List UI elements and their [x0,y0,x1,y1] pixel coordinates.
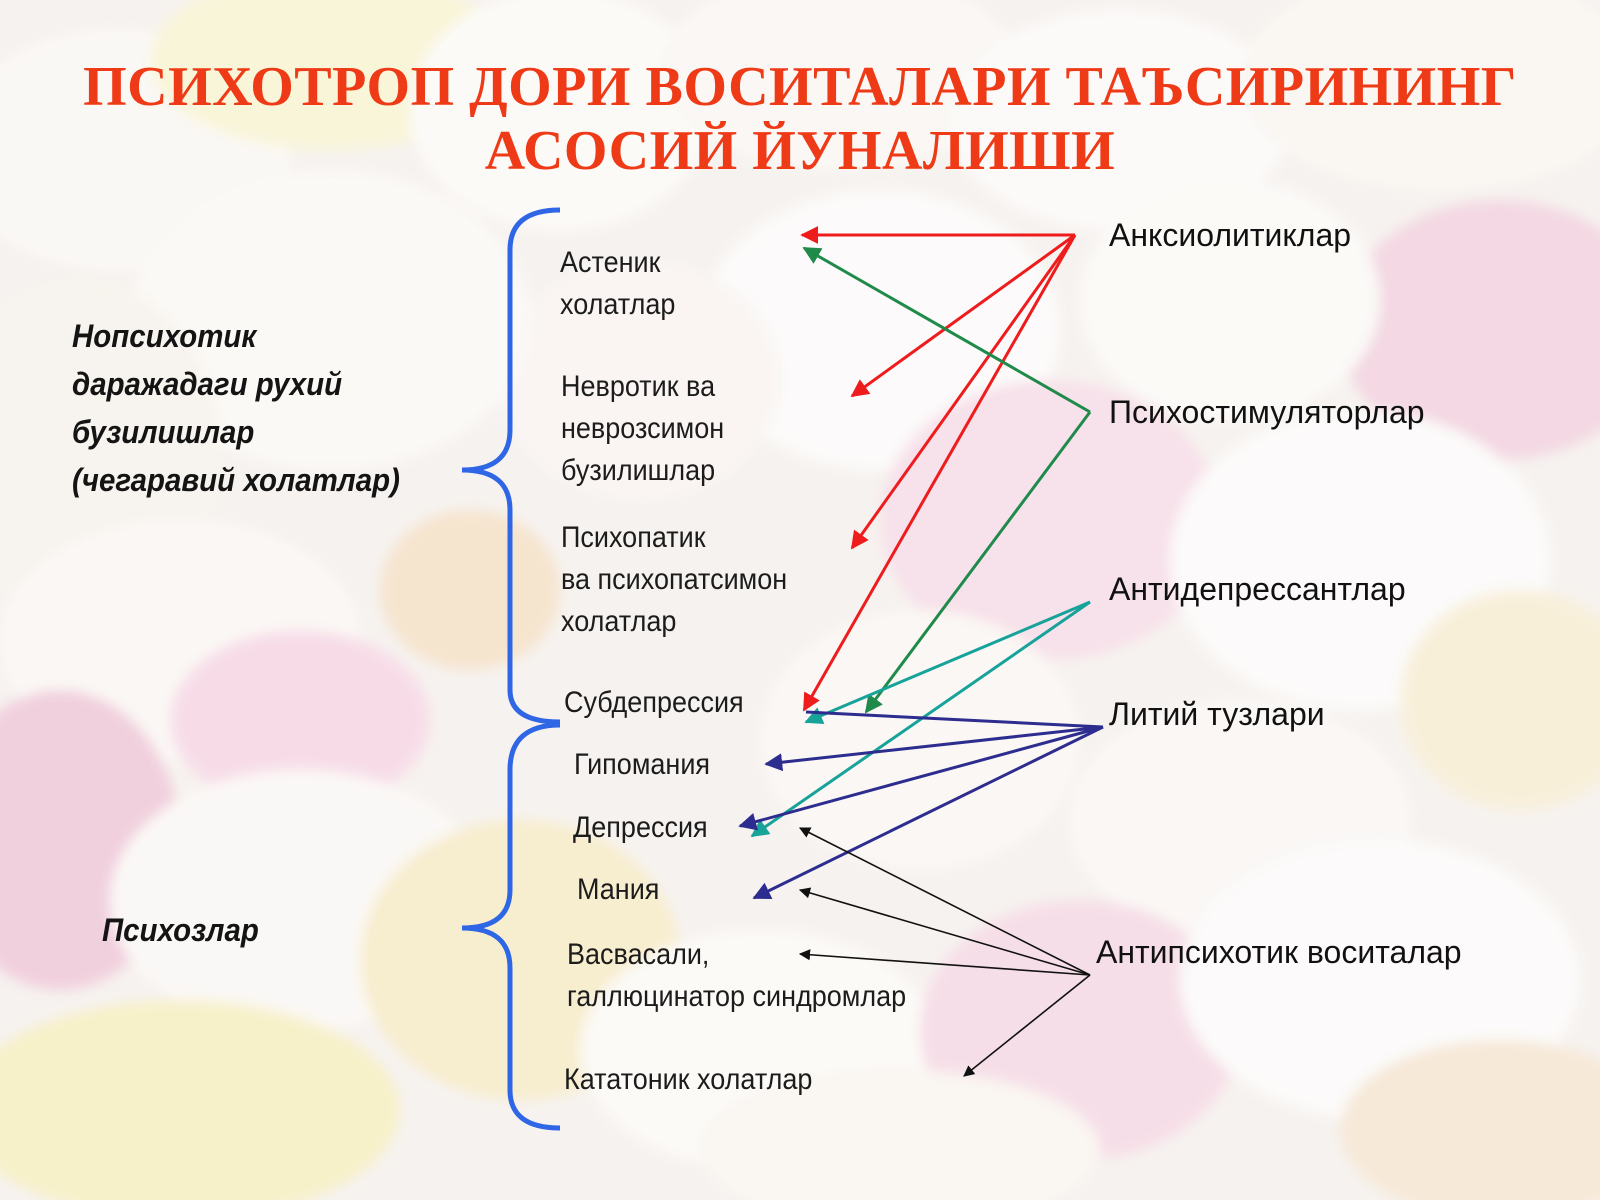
page-title: ПСИХОТРОП ДОРИ ВОСИТАЛАРИ ТАЪСИРИНИНГ АС… [0,55,1600,183]
condition-catatonic: Кататоник холатлар [564,1063,813,1096]
group-psychoses: Психозлар [102,906,259,954]
arrow-anxiolytics-neurotic [850,233,1076,398]
drug-antipsychotics: Антипсихотик воситалар [1096,934,1462,970]
group-nonpsychotic: Нопсихотик даражадаги рухий бузилишлар (… [72,312,400,504]
drug-lithium: Литий тузлари [1109,696,1325,732]
condition-subdepression: Субдепрессия [564,686,744,719]
lithium-arrows [738,710,1104,900]
title-line-1: ПСИХОТРОП ДОРИ ВОСИТАЛАРИ ТАЪСИРИНИНГ [83,56,1517,118]
condition-asthenic-line-2: холатлар [560,288,676,321]
condition-delusional-line-2: галлюцинатор синдромлар [567,980,907,1013]
group-nonpsychotic-line-1: Нопсихотик [72,318,257,354]
arrow-antidepressants-subdepression [804,600,1091,724]
condition-delusional: Васвасали, галлюцинатор синдромлар [567,934,906,1018]
arrow-antipsychotics-delusional [798,949,1091,976]
condition-neurotic-line-3: бузилишлар [561,454,716,487]
arrow-antipsychotics-catatonic [963,974,1091,1077]
condition-delusional-line-1: Васвасали, [567,938,710,971]
antipsychotics-arrows [798,827,1091,1077]
drug-anxiolytics: Анксиолитиклар [1109,217,1352,253]
arrow-lithium-subdepression [805,710,1104,729]
condition-psychopathic-line-3: холатлар [561,605,677,638]
group-nonpsychotic-line-2: даражадаги рухий [72,366,343,402]
brace-nonpsychotic [461,207,561,725]
brace-psychoses [461,722,561,1131]
arrow-psychostimulants-asthenic [802,246,1091,414]
arrow-anxiolytics-psychopathic [850,234,1077,550]
condition-mania: Мания [577,873,660,906]
drug-antidepressants: Антидепрессантлар [1109,571,1406,607]
arrow-antipsychotics-mania [798,887,1091,976]
condition-neurotic: Невротик ва неврозсимон бузилишлар [561,366,724,492]
arrow-lithium-hypomania [764,725,1104,772]
condition-neurotic-line-2: неврозсимон [561,412,725,445]
group-psychoses-label: Психозлар [102,912,259,948]
condition-neurotic-line-1: Невротик ва [561,370,716,403]
condition-asthenic-line-1: Астеник [560,246,661,279]
arrow-anxiolytics-subdepression [802,234,1077,712]
condition-asthenic: Астеник холатлар [560,242,675,326]
condition-psychopathic-line-1: Психопатик [561,521,706,554]
condition-hypomania: Гипомания [574,748,711,781]
drug-psychostimulants: Психостимуляторлар [1109,394,1425,430]
arrow-lithium-depression [738,725,1104,831]
title-line-2: АСОСИЙ ЙУНАЛИШИ [484,120,1116,182]
condition-psychopathic: Психопатик ва психопатсимон холатлар [561,517,787,643]
condition-psychopathic-line-2: ва психопатсимон [561,563,788,596]
condition-depression: Депрессия [573,811,708,844]
group-nonpsychotic-line-3: бузилишлар [72,414,255,450]
arrow-lithium-mania [752,725,1104,900]
group-nonpsychotic-line-4: (чегаравий холатлар) [72,462,400,498]
arrow-psychostimulants-subdepression [864,411,1092,714]
anxiolytics-arrows [800,226,1077,712]
arrow-antipsychotics-depression [799,827,1091,976]
psychostimulants-arrows [802,246,1092,714]
